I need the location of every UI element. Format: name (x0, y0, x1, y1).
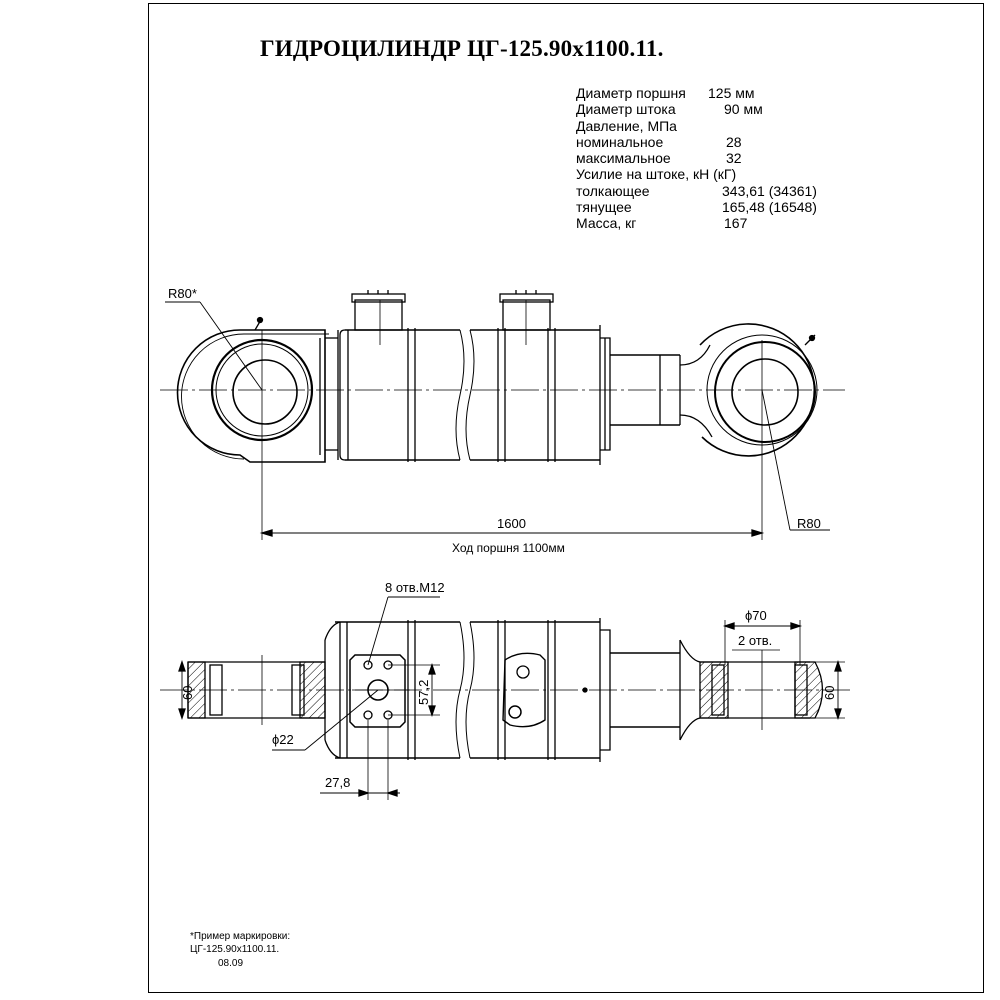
spec-value: 90 мм (724, 101, 763, 117)
eye-width-right-label: 60 (822, 686, 837, 700)
port-spacing-label: 57,2 (416, 680, 431, 705)
spec-value: 125 мм (708, 85, 755, 101)
marking-date: 08.09 (218, 958, 244, 969)
marking-code: ЦГ-125.90х1100.11. (190, 944, 280, 955)
port-fitting-rear (351, 290, 406, 345)
port-flange-front (502, 652, 546, 728)
spec-label: Диаметр поршня (576, 85, 686, 101)
plan-view (160, 596, 850, 800)
cylinder-tube (339, 325, 611, 465)
side-view (160, 290, 845, 540)
stroke-label: Ход поршня 1100мм (452, 541, 565, 555)
r80-left-label: R80* (168, 286, 197, 301)
marking-label: *Пример маркировки: (190, 931, 291, 942)
holes-m12-label: 8 отв.М12 (385, 580, 445, 595)
r80-right-label: R80 (797, 516, 821, 531)
spec-label: номинальное (576, 134, 664, 150)
right-eye (699, 323, 818, 457)
spec-label: Усилие на штоке, кН (кГ) (576, 166, 737, 182)
spec-value: 343,61 (34361) (722, 183, 817, 199)
eye-width-left-label: 60 (180, 686, 195, 700)
port-fitting-front (499, 290, 554, 345)
spec-label: Давление, МПа (576, 118, 677, 134)
drawing-frame (148, 3, 984, 993)
length-label: 1600 (497, 516, 526, 531)
spec-label: максимальное (576, 150, 671, 166)
spec-label: тянущее (576, 199, 632, 215)
spec-value: 167 (724, 215, 748, 231)
port-diameter-label: ϕ22 (272, 732, 294, 747)
rod-plan (610, 639, 701, 741)
spec-value: 165,48 (16548) (722, 199, 817, 215)
spec-label: Диаметр штока (576, 101, 676, 117)
port-offset-label: 27,8 (325, 775, 350, 790)
drawing-title: ГИДРОЦИЛИНДР ЦГ-125.90х1100.11. (260, 36, 664, 61)
piston-rod (610, 344, 713, 438)
pin-diameter-label: ϕ70 (745, 608, 767, 623)
spec-value: 32 (726, 150, 742, 166)
spec-label: Масса, кг (576, 215, 637, 231)
spec-value: 28 (726, 134, 742, 150)
spec-label: толкающее (576, 183, 650, 199)
left-eye (176, 316, 339, 463)
port-flange-rear (349, 654, 410, 728)
left-eye-plan (187, 621, 341, 759)
tube-plan (335, 618, 611, 762)
pin-holes-label: 2 отв. (738, 633, 772, 648)
